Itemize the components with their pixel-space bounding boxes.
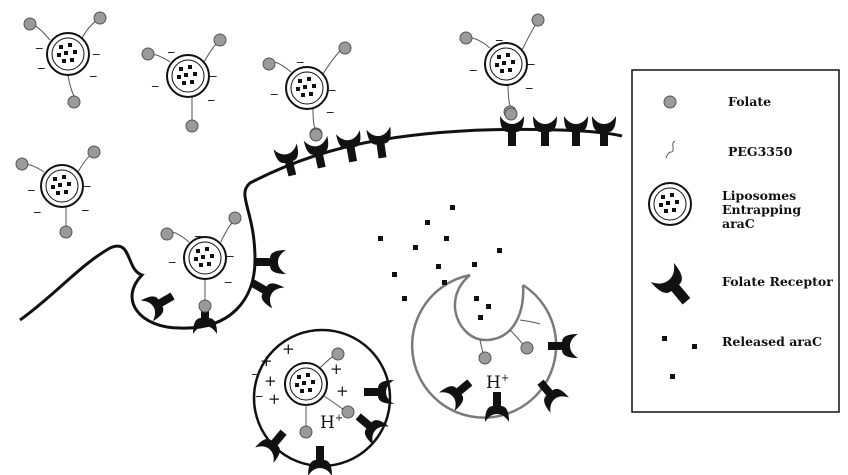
- svg-text:_: _: [224, 269, 232, 284]
- folate-icon: [663, 95, 677, 109]
- svg-text:_: _: [255, 383, 263, 398]
- membrane-receptors: [140, 116, 616, 334]
- released-arac-particles: [378, 205, 502, 301]
- endosome-early: + + + + + + _ _ H+: [251, 328, 394, 475]
- liposome-free-1: _ _ _ _: [23, 11, 107, 109]
- svg-text:H+: H+: [320, 413, 343, 433]
- svg-text:_: _: [33, 199, 41, 214]
- svg-text:+: +: [268, 390, 281, 408]
- svg-text:+: +: [282, 340, 295, 358]
- svg-text:_: _: [296, 49, 304, 64]
- liposome-free-4: _ _ _ _: [459, 13, 545, 119]
- svg-text:+: +: [330, 360, 343, 378]
- svg-text:_: _: [37, 55, 45, 70]
- liposome-free-5: _ _ _ _: [15, 145, 101, 239]
- cell-membrane: [19, 127, 623, 330]
- svg-text:_: _: [226, 243, 234, 258]
- legend-folate: Folate: [728, 94, 771, 109]
- released-arac-icon: [662, 336, 697, 379]
- svg-text:_: _: [168, 249, 176, 264]
- legend-liposomes-2: Entrapping: [722, 202, 801, 217]
- svg-text:+: +: [260, 352, 273, 370]
- svg-text:_: _: [209, 63, 217, 78]
- svg-text:_: _: [469, 57, 477, 72]
- svg-text:_: _: [83, 173, 91, 188]
- legend-receptor: Folate Receptor: [722, 274, 833, 289]
- legend-box: [631, 69, 840, 413]
- proton-label: H: [320, 413, 335, 433]
- svg-text:_: _: [81, 197, 89, 212]
- svg-text:_: _: [525, 75, 533, 90]
- svg-text:_: _: [495, 27, 503, 42]
- svg-text:+: +: [336, 382, 349, 400]
- legend-liposomes-3: araC: [722, 216, 755, 231]
- svg-text:_: _: [207, 87, 215, 102]
- legend-peg: PEG3350: [728, 144, 793, 159]
- svg-text:_: _: [270, 81, 278, 96]
- liposome-icon: [648, 182, 692, 226]
- svg-text:_: _: [326, 99, 334, 114]
- liposome-endocytosing: _ _ _ _: [160, 211, 242, 313]
- svg-text:_: _: [27, 177, 35, 192]
- legend: Folate PEG3350 Liposomes Entrapping araC…: [631, 69, 840, 413]
- svg-text:_: _: [92, 41, 100, 56]
- svg-text:_: _: [527, 51, 535, 66]
- liposome-free-2: _ _ _ _: [141, 33, 227, 133]
- svg-text:+: +: [264, 372, 277, 390]
- svg-text:_: _: [167, 39, 175, 54]
- svg-text:H+: H+: [486, 373, 509, 393]
- svg-text:_: _: [328, 77, 336, 92]
- svg-text:_: _: [151, 73, 159, 88]
- peg-icon: [665, 140, 676, 159]
- svg-text:_: _: [35, 35, 43, 50]
- legend-liposomes-1: Liposomes: [722, 188, 796, 203]
- svg-text:_: _: [89, 63, 97, 78]
- legend-released: Released araC: [722, 334, 822, 349]
- endosome-late: H+: [410, 273, 578, 422]
- liposome-free-3: _ _ _ _: [262, 41, 352, 141]
- svg-text:_: _: [251, 361, 259, 376]
- svg-text:_: _: [194, 223, 202, 238]
- liposome-bound: [309, 107, 518, 142]
